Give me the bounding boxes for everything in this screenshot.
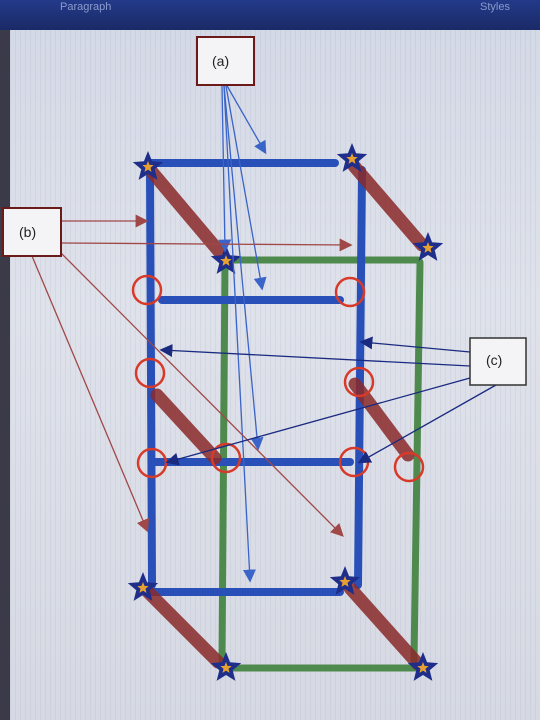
arrow-b-3 — [59, 251, 344, 537]
star-nodes — [127, 143, 444, 681]
braces — [141, 159, 429, 671]
arrow-b-2 — [61, 238, 353, 252]
callout-c-label: (c) — [486, 352, 502, 368]
hinge-far-right-lower — [393, 451, 425, 483]
hinge-center-lower — [210, 442, 242, 474]
arrow-c-2 — [159, 344, 471, 367]
front-left-column — [146, 166, 156, 589]
star-node-back-bottom-right-center — [417, 662, 429, 673]
star-node-front-bottom-left-center — [137, 582, 149, 593]
brace-top-left — [145, 165, 229, 262]
arrows-a — [218, 83, 267, 583]
star-node-back-top-right-center — [422, 242, 434, 253]
ribbon-styles-label: Styles — [480, 1, 510, 13]
star-node-front-top-right-center — [346, 153, 358, 164]
star-node-back-top-left-center — [220, 255, 232, 266]
arrow-a-2 — [225, 85, 267, 291]
callout-a: (a) — [196, 36, 255, 86]
brace-bottom-right — [343, 581, 425, 671]
arrow-c-4 — [357, 384, 497, 464]
back-right-column — [410, 258, 424, 664]
star-node-front-top-left-center — [142, 161, 154, 172]
arrow-c-3 — [165, 377, 471, 466]
brace-bottom-left — [141, 585, 225, 669]
arrow-a-1 — [225, 83, 267, 155]
star-node-back-bottom-left-center — [220, 662, 232, 673]
front-frame — [144, 159, 366, 596]
ribbon-bar: Paragraph Styles — [0, 0, 540, 30]
callout-b: (b) — [2, 207, 62, 257]
star-node-front-bottom-right-center — [339, 576, 351, 587]
arrows-b — [31, 214, 353, 537]
hinge-right-upper — [334, 276, 366, 308]
window-edge — [0, 30, 10, 720]
arrows-c — [159, 336, 497, 466]
brace-top-right — [347, 159, 429, 252]
front-right-column — [354, 166, 366, 589]
callout-c: (c) — [469, 337, 527, 386]
ribbon-paragraph-label: Paragraph — [60, 1, 112, 13]
hinge-right-mid — [343, 366, 375, 398]
document-page — [10, 30, 540, 720]
arrow-a-3 — [223, 85, 264, 451]
callout-b-label: (b) — [19, 224, 36, 240]
arrow-a-5 — [218, 85, 232, 253]
callout-a-label: (a) — [212, 53, 229, 69]
arrow-c-1 — [359, 336, 471, 353]
hinge-left-mid — [134, 357, 166, 389]
arrow-a-4 — [223, 85, 256, 583]
hinge-left-upper — [131, 274, 163, 306]
arrow-b-4 — [31, 255, 149, 533]
brace-mid-left — [150, 388, 222, 465]
